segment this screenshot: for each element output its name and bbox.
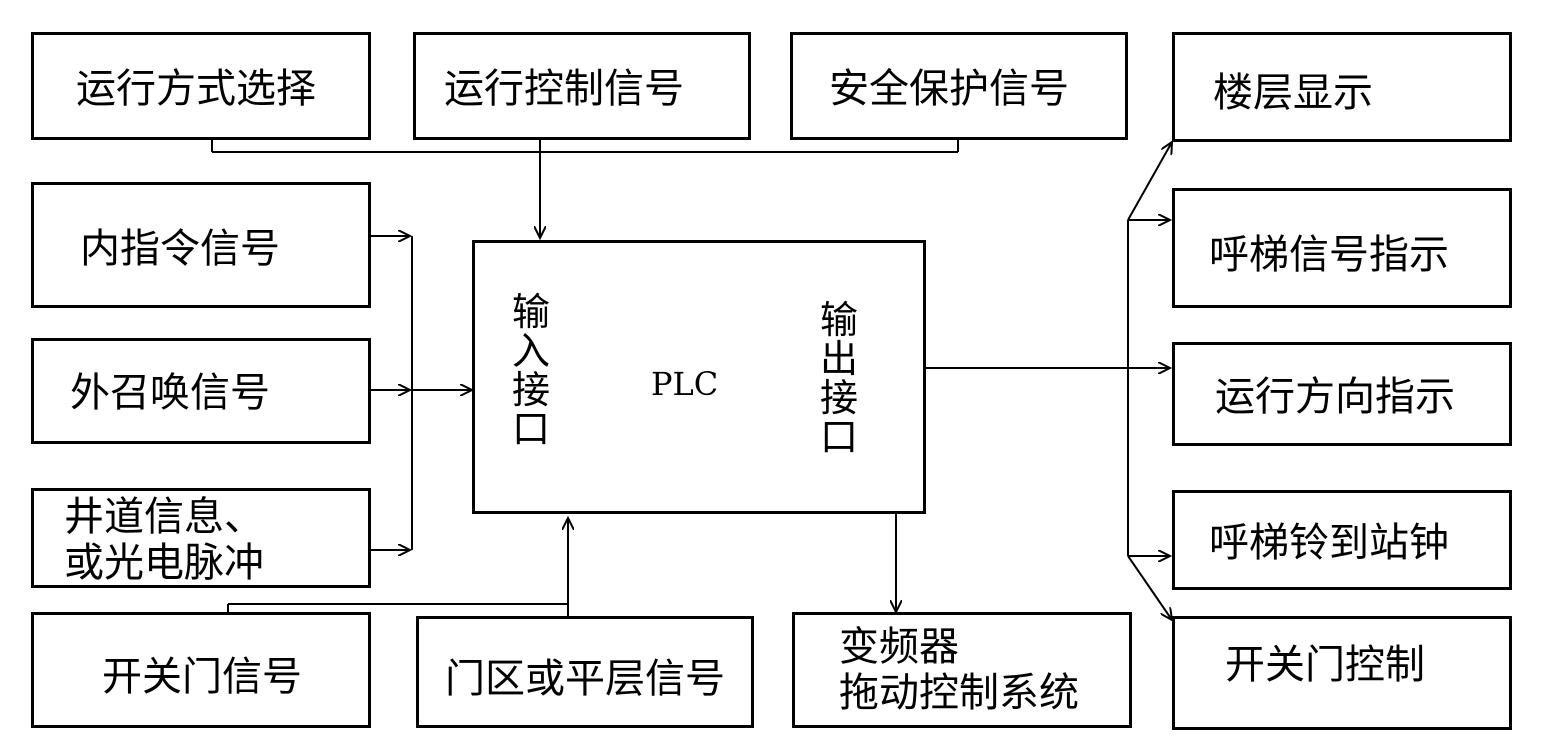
run-control-box: 运行控制信号 bbox=[413, 32, 751, 140]
inner-command-label: 内指令信号 bbox=[80, 226, 280, 272]
door-control-label: 开关门控制 bbox=[1225, 642, 1425, 688]
floor-display-box: 楼层显示 bbox=[1172, 32, 1512, 142]
mode-select-label: 运行方式选择 bbox=[76, 66, 316, 112]
shaft-info-line2: 或光电脉冲 bbox=[64, 540, 264, 586]
mode-select-box: 运行方式选择 bbox=[31, 32, 371, 140]
safety-box: 安全保护信号 bbox=[790, 32, 1128, 140]
safety-label: 安全保护信号 bbox=[829, 66, 1069, 112]
direction-label: 运行方向指示 bbox=[1215, 374, 1455, 420]
chime-label: 呼梯铃到站钟 bbox=[1209, 520, 1449, 566]
chime-box: 呼梯铃到站钟 bbox=[1172, 490, 1512, 590]
door-control-box: 开关门控制 bbox=[1172, 616, 1512, 730]
run-control-label: 运行控制信号 bbox=[444, 66, 684, 112]
vfd-box: 变频器 拖动控制系统 bbox=[792, 612, 1132, 728]
plc-output-interface-label: 输出接口 bbox=[819, 298, 858, 460]
shaft-info-line1: 井道信息、 bbox=[64, 494, 264, 540]
outer-call-label: 外召唤信号 bbox=[70, 370, 270, 416]
vfd-line2: 拖动控制系统 bbox=[839, 670, 1079, 716]
plc-core-label: PLC bbox=[651, 365, 719, 403]
door-signal-label: 开关门信号 bbox=[102, 654, 302, 700]
door-signal-box: 开关门信号 bbox=[31, 612, 371, 728]
inner-command-box: 内指令信号 bbox=[31, 182, 371, 308]
shaft-info-box: 井道信息、 或光电脉冲 bbox=[31, 488, 371, 588]
vfd-line1: 变频器 bbox=[839, 624, 959, 670]
outer-call-box: 外召唤信号 bbox=[31, 338, 371, 444]
plc-block: 输入接口 PLC 输出接口 bbox=[472, 240, 926, 514]
floor-display-label: 楼层显示 bbox=[1213, 70, 1373, 116]
leveling-label: 门区或平层信号 bbox=[445, 656, 725, 702]
leveling-box: 门区或平层信号 bbox=[416, 616, 754, 728]
call-indicator-box: 呼梯信号指示 bbox=[1172, 188, 1512, 308]
direction-box: 运行方向指示 bbox=[1172, 342, 1512, 446]
plc-input-interface-label: 输入接口 bbox=[511, 290, 550, 452]
call-indicator-label: 呼梯信号指示 bbox=[1209, 232, 1449, 278]
